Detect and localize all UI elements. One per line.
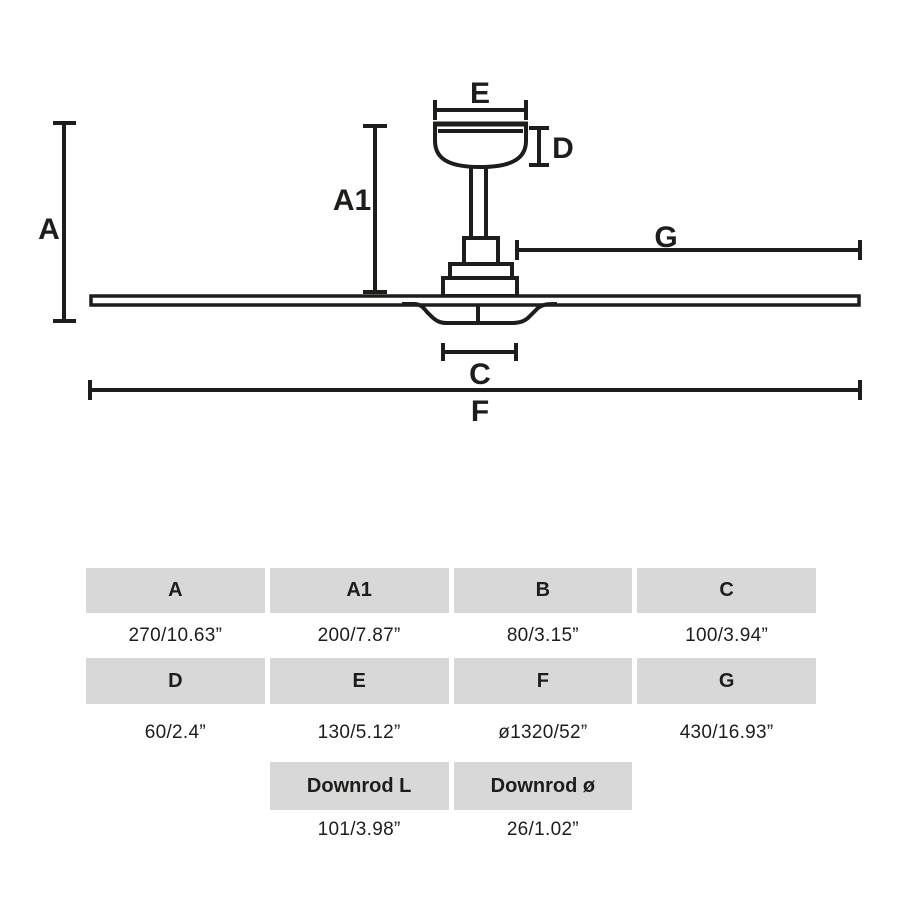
label-F: F <box>471 395 489 428</box>
fan-canopy <box>433 121 528 170</box>
table-header-row-2: D E F G <box>86 658 816 704</box>
header-cell-downrod-l: Downrod L <box>269 762 449 810</box>
label-C: C <box>469 358 491 391</box>
header-cell-B: B <box>453 568 633 613</box>
fan-diagram: A A1 E D G C F <box>38 77 862 428</box>
table-value-row-2: 60/2.4” 130/5.12” ø1320/52” 430/16.93” <box>86 704 816 762</box>
dim-line-C <box>441 343 518 361</box>
dim-line-F <box>88 380 862 400</box>
header-cell-A: A <box>86 568 265 613</box>
label-D: D <box>552 132 574 165</box>
header-cell-E: E <box>269 658 449 704</box>
value-cell-downrod-l: 101/3.98” <box>269 810 449 850</box>
header-cell-G: G <box>637 658 816 704</box>
header-cell-C: C <box>637 568 816 613</box>
value-cell-A1: 200/7.87” <box>269 613 449 658</box>
fan-diagram-svg: A A1 E D G C F <box>38 77 862 428</box>
table-header-row-3: Downrod L Downrod ø <box>86 762 816 810</box>
fan-downrod <box>469 167 488 238</box>
dim-line-E <box>433 100 528 120</box>
dim-line-A1 <box>363 124 387 294</box>
header-cell-F: F <box>453 658 633 704</box>
dim-line-G <box>515 240 862 260</box>
label-A: A <box>38 213 60 246</box>
fan-lower-housing <box>402 302 558 325</box>
fan-blades <box>89 294 861 307</box>
fan-motor-housing <box>441 236 519 298</box>
value-cell-A: 270/10.63” <box>86 613 265 658</box>
value-cell-D: 60/2.4” <box>86 704 265 762</box>
header-cell-downrod-dia: Downrod ø <box>453 762 633 810</box>
table-header-row-1: A A1 B C <box>86 568 816 613</box>
label-A1: A1 <box>333 184 371 217</box>
dimension-table: A A1 B C 270/10.63” 200/7.87” 80/3.15” 1… <box>86 568 816 850</box>
value-cell-C: 100/3.94” <box>637 613 816 658</box>
value-cell-E: 130/5.12” <box>269 704 449 762</box>
value-cell-B: 80/3.15” <box>453 613 633 658</box>
dim-line-D <box>529 126 549 167</box>
dim-line-A <box>53 121 76 323</box>
value-cell-G: 430/16.93” <box>637 704 816 762</box>
label-G: G <box>654 221 677 254</box>
header-cell-A1: A1 <box>269 568 449 613</box>
table-value-row-3: 101/3.98” 26/1.02” <box>86 810 816 850</box>
value-cell-F: ø1320/52” <box>453 704 633 762</box>
header-cell-D: D <box>86 658 265 704</box>
table-value-row-1: 270/10.63” 200/7.87” 80/3.15” 100/3.94” <box>86 613 816 658</box>
label-E: E <box>470 77 490 110</box>
value-cell-downrod-dia: 26/1.02” <box>453 810 633 850</box>
